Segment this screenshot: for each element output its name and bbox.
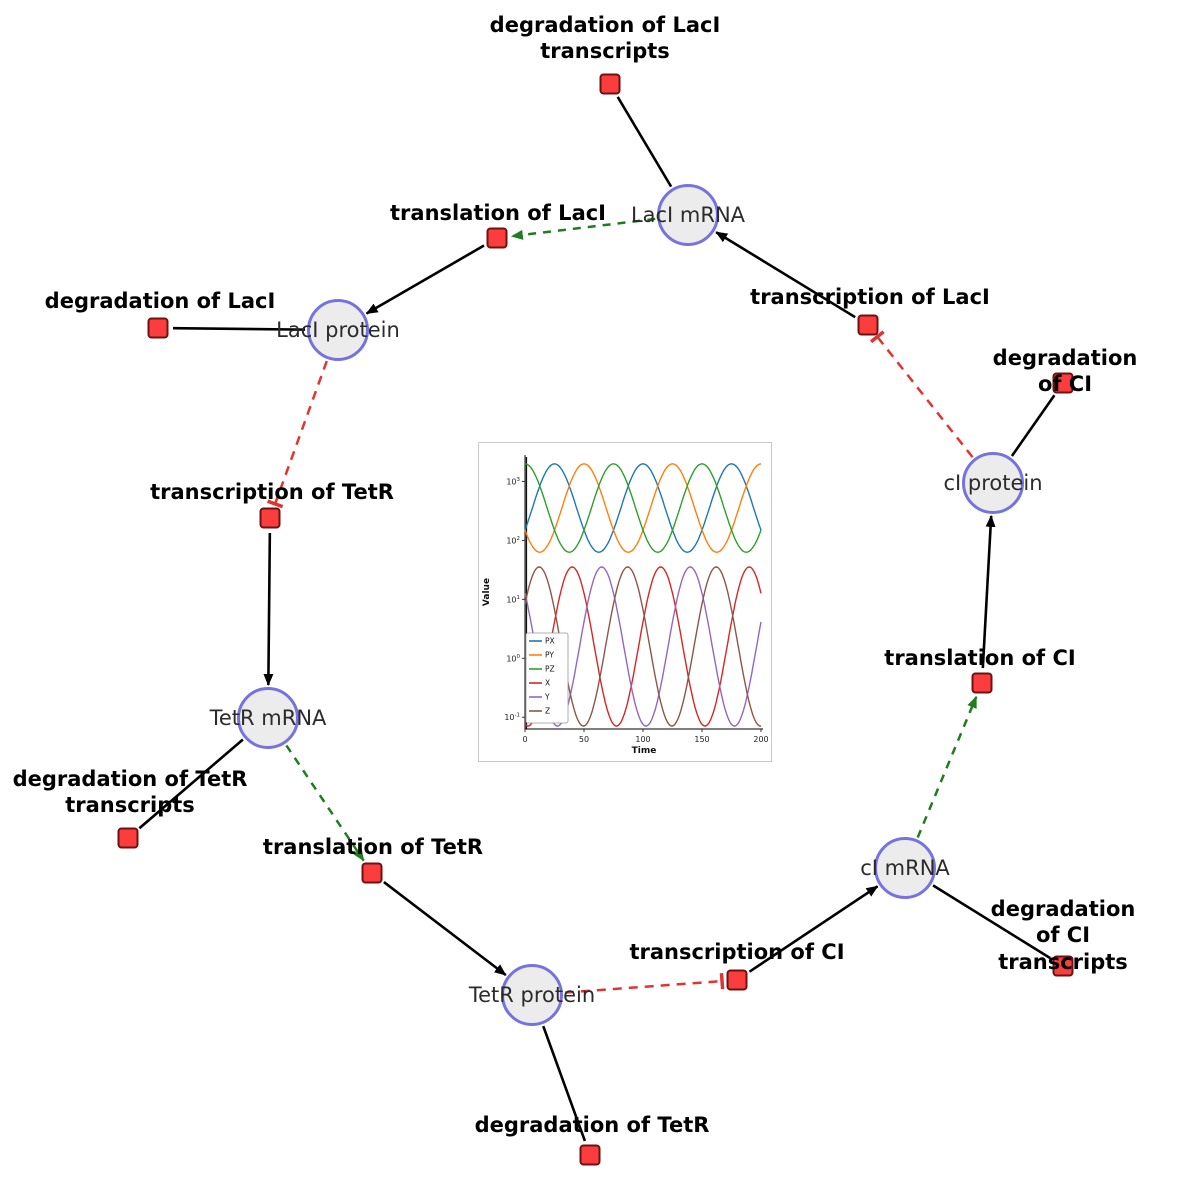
edge-lacI_protein-to-deg_lacI [172,326,306,331]
chart-x-tick-label: 0 [522,735,527,744]
reaction-label-transcription-of-ci: transcription of CI [629,940,845,964]
edge-cI_protein-to-tr_lacI [869,330,974,458]
species-node-laci-protein[interactable] [307,299,369,361]
reaction-node-translation-of-tetr[interactable] [361,862,383,884]
reaction-node-translation-of-laci[interactable] [486,227,508,249]
reaction-label-degradation-of-laci: degradation of LacI [44,289,276,313]
reaction-label-degradation-of-ci-transcripts: degradation of CI transcripts [990,897,1136,974]
edge-tr_cI-to-cI_mRNA [748,885,879,973]
chart-y-tick-label: 10-1 [504,713,520,723]
species-label-laci-mrna: LacI mRNA [630,203,746,227]
chart-legend-label-X: X [545,679,550,688]
edge-cI_mRNA-to-deg_cI_tx [932,884,1051,960]
chart-y-tick-label: 102 [506,536,520,546]
edge-tl_tetR-to-tetR_protein [383,881,507,977]
reaction-node-degradation-of-laci[interactable] [147,317,169,339]
species-label-laci-protein: LacI protein [276,318,400,342]
edge-tr_tetR-to-tetR_mRNA [263,532,274,687]
chart-series-PY [524,463,762,553]
reaction-label-degradation-of-tetr-transcripts: degradation of TetR transcripts [12,767,248,818]
edge-lacI_mRNA-to-deg_lacI_tx [616,96,673,188]
reaction-node-degradation-of-tetr[interactable] [579,1144,601,1166]
species-node-laci-mrna[interactable] [657,184,719,246]
reaction-node-degradation-of-ci-transcripts[interactable] [1052,955,1074,977]
edge-tl_cI-to-cI_protein [981,514,996,669]
species-label-tetr-mrna: TetR mRNA [209,706,327,730]
reaction-node-translation-of-ci[interactable] [971,672,993,694]
chart-series-PZ [524,463,762,553]
edge-cI_mRNA-to-tl_cI [916,695,978,839]
chart-y-tick-label: 100 [506,654,520,664]
species-label-tetr-protein: TetR protein [468,983,596,1007]
reaction-label-transcription-of-tetr: transcription of TetR [150,480,394,504]
chart-x-tick-label: 100 [635,735,650,744]
species-label-ci-mrna: cI mRNA [860,856,950,880]
chart-xlabel: Time [632,746,657,756]
chart-y-tick-label: 103 [506,477,520,487]
reaction-node-degradation-of-tetr-transcripts[interactable] [117,827,139,849]
edge-cI_protein-to-deg_cI [1010,394,1056,457]
chart-x-tick-label: 200 [753,735,768,744]
reaction-label-degradation-of-ci: degradation of CI [992,346,1138,397]
chart-series-X [524,566,762,727]
edge-tetR_protein-to-tr_cI [564,972,725,994]
reaction-node-transcription-of-laci[interactable] [857,314,879,336]
chart-legend-label-PX: PX [545,637,555,646]
species-node-ci-mrna[interactable] [874,837,936,899]
edge-tetR_mRNA-to-deg_tetR_tx [138,738,244,830]
reaction-node-transcription-of-tetr[interactable] [259,507,281,529]
chart-y-tick-label: 101 [506,595,520,605]
chart-legend-label-Z: Z [545,707,550,716]
reaction-label-transcription-of-laci: transcription of LacI [750,285,990,309]
species-node-ci-protein[interactable] [962,452,1024,514]
reaction-label-translation-of-laci: translation of LacI [390,201,606,225]
reaction-node-degradation-of-laci-transcripts[interactable] [599,73,621,95]
reaction-label-translation-of-ci: translation of CI [884,646,1076,670]
chart-ylabel: Value [482,578,492,606]
edge-tl_lacI-to-lacI_protein [365,244,485,315]
chart-legend-label-Y: Y [544,693,550,702]
edge-tr_lacI-to-lacI_mRNA [715,231,856,319]
species-node-tetr-protein[interactable] [501,964,563,1026]
edge-lacI_mRNA-to-tl_lacI [510,217,656,240]
chart-x-tick-label: 150 [694,735,709,744]
reaction-node-degradation-of-ci[interactable] [1052,372,1074,394]
reaction-label-degradation-of-tetr: degradation of TetR [474,1113,710,1137]
species-label-ci-protein: cI protein [943,471,1043,495]
reaction-label-degradation-of-laci-transcripts: degradation of LacI transcripts [489,13,721,64]
chart-series-PX [524,463,762,553]
chart-x-tick-label: 50 [579,735,589,744]
chart-legend-label-PY: PY [545,651,554,660]
chart-legend-label-PZ: PZ [545,665,555,674]
species-node-tetr-mrna[interactable] [237,687,299,749]
edge-tetR_protein-to-deg_tetR [542,1025,587,1142]
reaction-node-transcription-of-ci[interactable] [726,969,748,991]
reaction-label-translation-of-tetr: translation of TetR [262,835,484,859]
